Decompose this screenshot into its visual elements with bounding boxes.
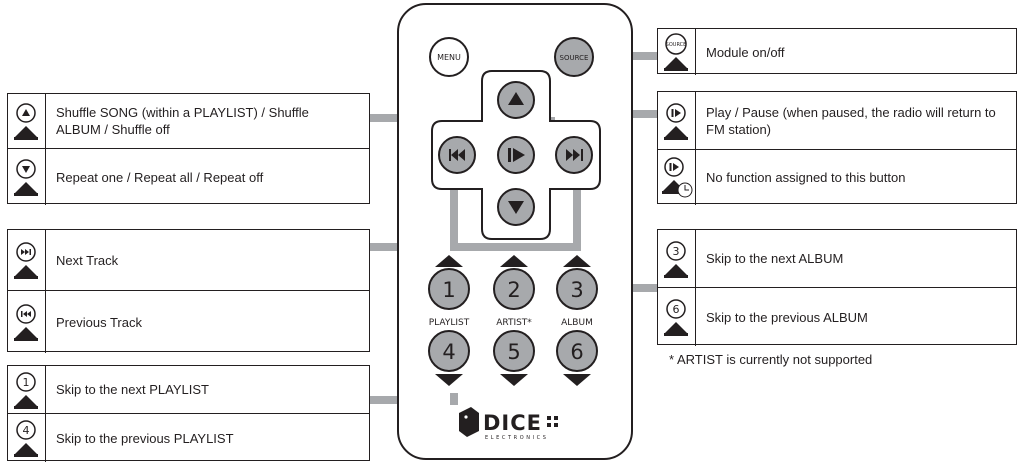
- dice-logo: DICE ELECTRONICS: [459, 407, 558, 441]
- legend-text: Skip to the previous ALBUM: [706, 309, 868, 325]
- legend-row: 3 Skip to the next ALBUM: [658, 230, 1016, 287]
- legend-row: No function assigned to this button: [658, 149, 1016, 205]
- svg-text:SOURCE: SOURCE: [666, 42, 687, 48]
- legend-row: 6 Skip to the previous ALBUM: [658, 287, 1016, 346]
- down-arrow-4: [435, 374, 463, 386]
- svg-text:3: 3: [673, 245, 680, 258]
- legend-text: Skip to the next ALBUM: [706, 251, 844, 266]
- legend-text: Repeat one / Repeat all / Repeat off: [56, 169, 264, 185]
- legend-text: Module on/off: [706, 44, 785, 60]
- legend-text: No function assigned to this button: [706, 170, 906, 185]
- up-arrow-2: [500, 255, 528, 267]
- svg-text:3: 3: [570, 278, 583, 302]
- brand-subtitle: ELECTRONICS: [485, 435, 549, 441]
- legend-group-source: SOURCE Module on/off: [657, 28, 1017, 75]
- legend-row: Previous Track: [8, 290, 369, 353]
- up-arrow-1: [435, 255, 463, 267]
- legend-group-tracks: Next Track Previous Track: [7, 229, 370, 353]
- up-arrow-3: [563, 255, 591, 267]
- legend-text: Shuffle SONG (within a PLAYLIST) / Shuff…: [56, 105, 309, 137]
- legend-group-updown: Shuffle SONG (within a PLAYLIST) / Shuff…: [7, 93, 370, 205]
- remote-control: MENU SOURCE: [397, 3, 633, 460]
- legend-text: Next Track: [56, 252, 119, 268]
- legend-row: Repeat one / Repeat all / Repeat off: [8, 148, 369, 205]
- svg-text:6: 6: [673, 303, 680, 316]
- playlist-label: PLAYLIST: [429, 318, 470, 328]
- footnote: * ARTIST is currently not supported: [669, 352, 873, 367]
- number-6-button-icon: 6: [658, 288, 696, 346]
- svg-text:5: 5: [507, 340, 520, 364]
- number-button-1: 1: [428, 268, 470, 310]
- legend-text: Previous Track: [56, 314, 142, 330]
- number-1-button-icon: 1: [8, 366, 46, 413]
- menu-button-label: MENU: [437, 53, 461, 62]
- number-3-button-icon: 3: [658, 230, 696, 287]
- previous-track-button-icon: [8, 291, 46, 353]
- menu-button: [429, 37, 469, 77]
- down-arrow-6: [563, 374, 591, 386]
- up-button: [497, 81, 535, 119]
- legend-group-playlist: 1 Skip to the next PLAYLIST 4 Skip to th…: [7, 365, 370, 462]
- legend-row: 4 Skip to the previous PLAYLIST: [8, 413, 369, 462]
- up-button-icon: [8, 94, 46, 148]
- next-track-button-icon: [8, 230, 46, 290]
- svg-text:4: 4: [23, 424, 30, 437]
- artist-label: ARTIST*: [496, 318, 532, 328]
- legend-row: Next Track: [8, 230, 369, 290]
- down-button: [497, 188, 535, 226]
- legend-row: SOURCE Module on/off: [658, 29, 1016, 75]
- legend-row: Shuffle SONG (within a PLAYLIST) / Shuff…: [8, 94, 369, 148]
- svg-text:6: 6: [570, 340, 583, 364]
- number-4-button-icon: 4: [8, 414, 46, 462]
- down-button-icon: [8, 149, 46, 205]
- number-button-6: 6: [556, 330, 598, 372]
- legend-row: Play / Pause (when paused, the radio wil…: [658, 92, 1016, 149]
- number-button-5: 5: [493, 330, 535, 372]
- number-button-2: 2: [493, 268, 535, 310]
- legend-row: 1 Skip to the next PLAYLIST: [8, 366, 369, 413]
- number-button-3: 3: [556, 268, 598, 310]
- legend-text: Skip to the next PLAYLIST: [56, 382, 209, 397]
- down-arrow-5: [500, 374, 528, 386]
- previous-track-button: [438, 136, 476, 174]
- source-button: [554, 37, 594, 77]
- play-pause-button: [497, 136, 535, 174]
- svg-text:1: 1: [23, 376, 30, 389]
- svg-text:1: 1: [442, 278, 455, 302]
- legend-text: Skip to the previous PLAYLIST: [56, 430, 234, 446]
- svg-text:4: 4: [442, 340, 455, 364]
- legend-group-play: Play / Pause (when paused, the radio wil…: [657, 91, 1017, 205]
- brand-name: DICE: [483, 411, 542, 435]
- number-button-4: 4: [428, 330, 470, 372]
- album-label: ALBUM: [561, 318, 593, 328]
- legend-text: Play / Pause (when paused, the radio wil…: [706, 104, 996, 137]
- legend-group-album: 3 Skip to the next ALBUM 6 Skip to the p…: [657, 229, 1017, 346]
- source-button-label: SOURCE: [560, 54, 589, 62]
- next-track-button: [555, 136, 593, 174]
- source-button-icon: SOURCE: [658, 29, 696, 75]
- svg-text:2: 2: [507, 278, 520, 302]
- play-pause-button-icon: [658, 92, 696, 149]
- play-pause-hold-icon: [658, 150, 696, 205]
